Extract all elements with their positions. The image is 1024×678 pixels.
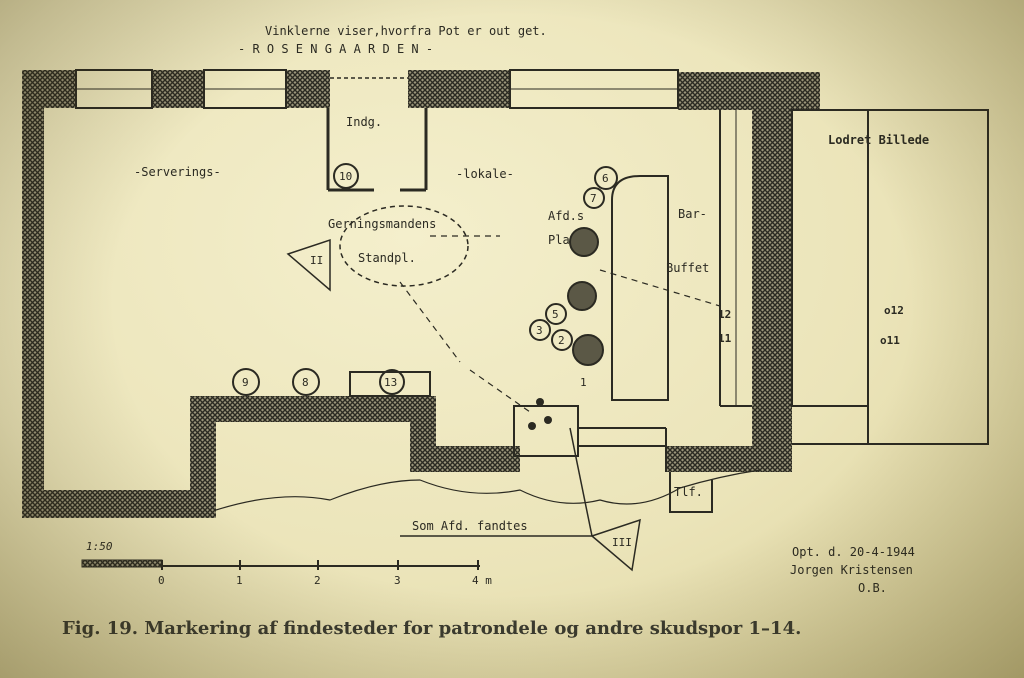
label-lodret: Lodret Billede [828, 133, 929, 147]
label-som-afd: Som Afd. fandtes [412, 519, 528, 533]
label-bar: Bar- [678, 207, 707, 221]
label-afd: Afd.s [548, 209, 584, 223]
marker-o11: o11 [880, 334, 900, 347]
label-indg: Indg. [346, 115, 382, 129]
label-gerningsmand: Gerningsmandens [328, 217, 436, 231]
right-annex [791, 109, 989, 445]
marker-3: 3 [536, 324, 543, 337]
scale-tick-3: 3 [394, 574, 401, 587]
entrance-outline [326, 108, 428, 192]
marker-12: 12 [718, 308, 731, 321]
angle-marks [286, 238, 641, 572]
marker-1: 1 [580, 376, 587, 389]
marker-10: 10 [339, 170, 352, 183]
marker-8: 8 [302, 376, 309, 389]
label-lokale: -lokale- [456, 167, 514, 181]
shooter-area [339, 205, 469, 287]
marker-13: 13 [384, 376, 397, 389]
scale-ratio: 1:50 [86, 540, 113, 553]
trajectories [399, 235, 721, 413]
scale-tick-2: 2 [314, 574, 321, 587]
marker-II: II [310, 254, 323, 267]
signature: Opt. d. 20-4-1944 Jorgen Kristensen O.B. [790, 545, 915, 595]
walls [22, 69, 820, 518]
label-buffet: Buffet [666, 261, 709, 275]
marker-o12: o12 [884, 304, 904, 317]
scale-tick-1: 1 [236, 574, 243, 587]
scale-bar: 1:50 0 1 2 3 4 m [81, 540, 492, 587]
marker-2: 2 [558, 334, 565, 347]
header-line1: Vinklerne viser,hvorfra Pot er out get. [265, 24, 547, 38]
lower-passage [215, 405, 761, 513]
marker-5: 5 [552, 308, 559, 321]
marker-7-top: 7 [590, 192, 597, 205]
markers: 10 6 7 5 3 2 1 9 8 13 II III 12 11 o12 o… [232, 163, 904, 549]
header-line2: - R O S E N G A A R D E N - [238, 42, 433, 56]
label-serverings: -Serverings- [134, 165, 221, 179]
signature-line2: Jorgen Kristensen [790, 563, 913, 577]
figure-caption: Fig. 19. Markering af findesteder for pa… [62, 618, 801, 639]
marker-9: 9 [242, 376, 249, 389]
scale-tick-0: 0 [158, 574, 165, 587]
scale-tick-4: 4 m [472, 574, 492, 587]
marker-6: 6 [602, 172, 609, 185]
marker-11: 11 [718, 332, 732, 345]
bar-counter [611, 175, 669, 401]
signature-line3: O.B. [858, 581, 887, 595]
marker-III: III [612, 536, 632, 549]
label-standpl: Standpl. [358, 251, 416, 265]
label-tlf: Tlf. [674, 485, 703, 499]
signature-line1: Opt. d. 20-4-1944 [792, 545, 915, 559]
